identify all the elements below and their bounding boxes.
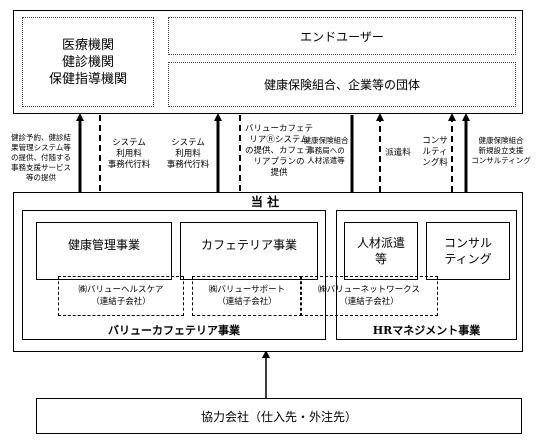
subsidiary-value-networks: ㈱バリューネットワークス （連結子会社） — [300, 276, 438, 316]
subsidiary-value-support: ㈱バリューサポート （連結子会社） — [192, 276, 302, 316]
flow-label-5: 健康保険組合 事務局への 人材派遣等 — [303, 136, 349, 165]
flow-label-1: 健診予約、健診結 果管理システム等 の提供、付随する 事務支援サービス 等の提供 — [11, 133, 71, 182]
flow-label-7: コンサ ルティ ング料 — [422, 136, 448, 168]
subsidiary-2-label: ㈱バリューサポート （連結子会社） — [208, 285, 286, 307]
health-insurance-box: 健康保険組合、企業等の団体 — [168, 62, 516, 107]
cafeteria-label: カフェテリア事業 — [200, 237, 297, 252]
flow-label-6: 派遣料 — [385, 148, 411, 158]
end-user-label: エンドユーザー — [300, 29, 384, 44]
cafeteria-box: カフェテリア事業 — [180, 222, 318, 280]
medical-line-3: 保健指導機関 — [48, 71, 127, 87]
consulting-box: コンサル ティング — [426, 222, 510, 280]
segment-label-cafeteria: バリューカフェテリア事業 — [108, 324, 240, 337]
flow-label-4: バリューカフェテ リアⓇシステム の提供、カフェテ リアプランの 提供 — [244, 124, 313, 178]
subsidiary-1-label: ㈱バリューヘルスケア （連結子会社） — [78, 285, 164, 307]
subsidiary-value-healthcare: ㈱バリューヘルスケア （連結子会社） — [58, 276, 184, 316]
staffing-label: 人材派遣 等 — [356, 236, 405, 266]
end-user-box: エンドユーザー — [168, 17, 516, 55]
segment-label-hr: HRマネジメント事業 — [372, 324, 481, 337]
medical-line-1: 医療機関 — [61, 37, 114, 53]
health-mgmt-label: 健康管理事業 — [67, 237, 140, 252]
health-mgmt-box: 健康管理事業 — [36, 222, 172, 280]
subsidiary-3-label: ㈱バリューネットワークス （連結子会社） — [318, 285, 420, 307]
flow-label-3: システム 利用料 事務代行料 — [166, 138, 210, 170]
flow-label-8: 健康保険組合 新規設立支援 コンサルティング — [471, 136, 531, 165]
partner-box: 協力会社（仕入先・外注先） — [36, 398, 522, 434]
consulting-label: コンサル ティング — [443, 236, 492, 266]
medical-line-2: 健診機関 — [61, 54, 114, 70]
partner-label: 協力会社（仕入先・外注先） — [200, 409, 357, 424]
staffing-box: 人材派遣 等 — [344, 222, 418, 280]
health-insurance-label: 健康保険組合、企業等の団体 — [263, 78, 420, 92]
flow-label-2: システム 利用料 事務代行料 — [107, 138, 151, 170]
medical-institutions-box: 医療機関 健診機関 保健指導機関 — [22, 17, 154, 107]
company-title: 当 社 — [250, 194, 280, 209]
